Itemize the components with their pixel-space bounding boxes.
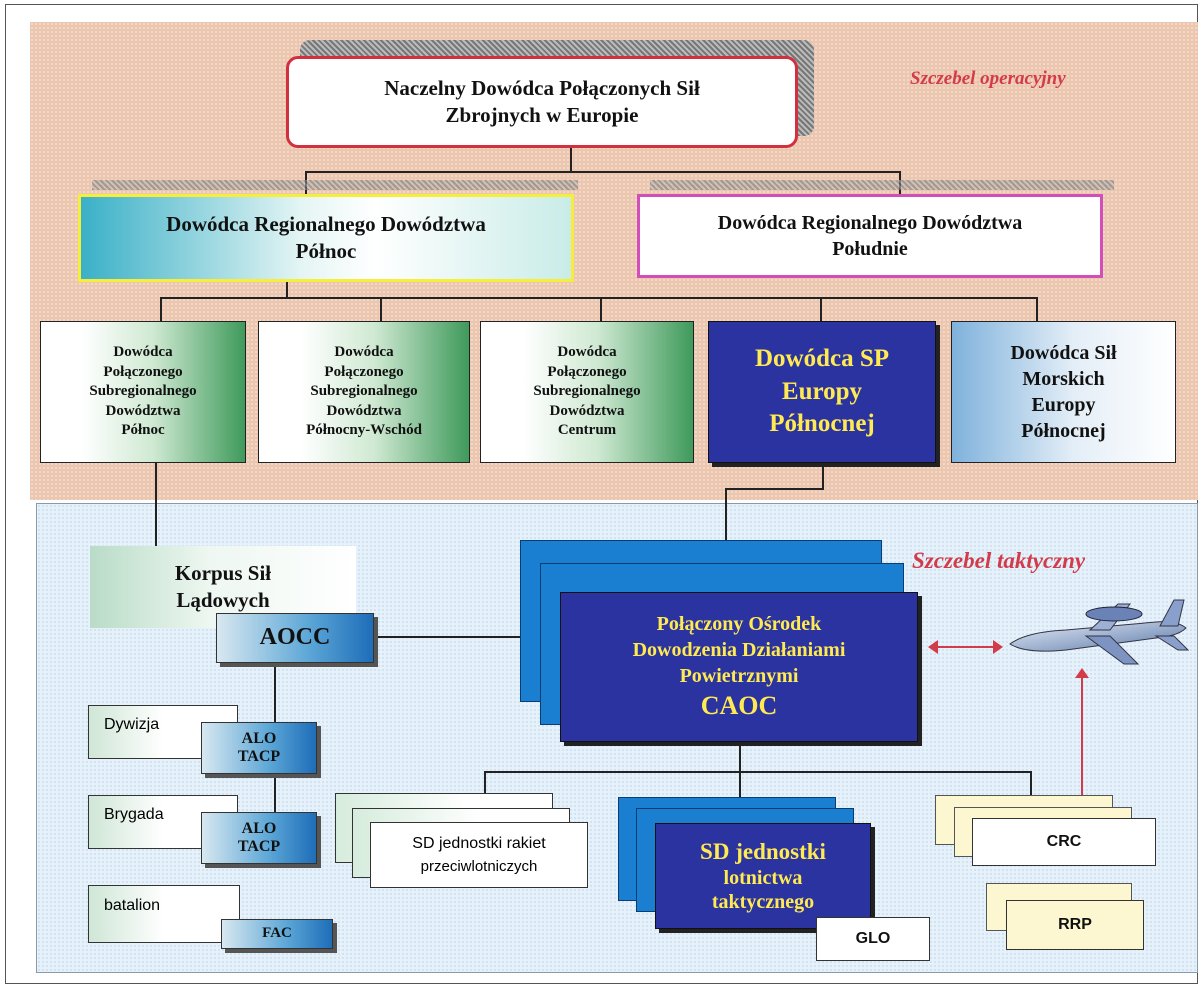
operational-level-label: Szczebel operacyjny — [910, 68, 1066, 89]
box-text-line: Dowództwa — [105, 402, 181, 419]
connector — [305, 171, 901, 173]
connector — [822, 462, 824, 490]
box-text-line: Centrum — [557, 422, 617, 439]
box-text-line: Północny-Wschód — [306, 422, 422, 439]
box-text-line: Subregionalnego — [89, 383, 197, 400]
caoc-box: Połączony Ośrodek Dowodzenia Działaniami… — [560, 592, 918, 742]
box-text-line: Dowodzenia Działaniami — [632, 639, 846, 662]
box-text-line: TACP — [237, 748, 281, 765]
supreme-commander-box: Naczelny Dowódca Połączonych Sił Zbrojny… — [286, 56, 798, 148]
box-text-line: Korpus Sił — [174, 560, 272, 585]
arrow-head — [993, 640, 1003, 654]
air-forces-north-box: Dowódca SP Europy Północnej — [708, 321, 936, 463]
naval-forces-north-box: Dowódca Sił Morskich Europy Północnej — [951, 321, 1176, 463]
subregional-northeast-box: Dowódca Połączonego Subregionalnego Dowó… — [258, 321, 470, 463]
connector — [160, 297, 162, 321]
regional-north-box: Dowódca Regionalnego Dowództwa Północ — [78, 194, 574, 282]
connector — [820, 297, 822, 321]
box-text-line: Połączonego — [547, 363, 627, 380]
box-text-line: Europy — [781, 377, 863, 405]
box-text-line: Zbrojnych w Europie — [445, 103, 639, 127]
box-shadow — [92, 180, 578, 190]
box-text-line: taktycznego — [711, 890, 815, 913]
box-text-line: lotnictwa — [723, 866, 803, 889]
connector — [155, 462, 157, 554]
rrp-box: RRP — [1006, 900, 1144, 950]
connector — [374, 636, 564, 638]
tactical-aviation-box: SD jednostki lotnictwa taktycznego — [655, 823, 871, 929]
box-text-line: Dowódca — [334, 344, 394, 361]
crc-box: CRC — [972, 818, 1156, 866]
subregional-center-box: Dowódca Połączonego Subregionalnego Dowó… — [480, 321, 694, 463]
arrow-head — [928, 640, 938, 654]
box-text-line: Lądowych — [176, 588, 270, 612]
regional-south-box: Dowódca Regionalnego Dowództwa Południe — [637, 194, 1103, 278]
box-text-line: CAOC — [700, 691, 778, 721]
box-text-line: Europy — [1031, 394, 1096, 416]
box-text-line: Połączonego — [103, 363, 183, 380]
battalion-box-back — [88, 885, 240, 943]
box-text-line: Powietrznymi — [679, 665, 799, 688]
box-text-line: przeciwlotniczych — [420, 857, 538, 875]
arrow-head — [1075, 668, 1089, 678]
box-text-line: Południe — [832, 238, 908, 260]
box-text-line: Północnej — [769, 410, 875, 438]
box-text-line: Dowódca Sił — [1010, 342, 1117, 364]
connector — [380, 297, 382, 321]
glo-box: GLO — [816, 917, 930, 961]
link-arrow — [1081, 676, 1083, 800]
box-text-line: Subregionalnego — [533, 383, 641, 400]
connector — [1036, 297, 1038, 321]
connector — [160, 297, 1038, 299]
battalion-label: batalion — [104, 897, 161, 914]
connector — [570, 142, 572, 172]
box-text-line: Subregionalnego — [310, 383, 418, 400]
fac-box: FAC — [221, 919, 333, 949]
box-text-line: SD jednostki — [700, 839, 826, 865]
tactical-level-label: Szczebel taktyczny — [912, 548, 1086, 573]
box-text-line: Północ — [121, 422, 165, 439]
box-text-line: Dowódca Regionalnego Dowództwa — [717, 212, 1023, 234]
division-label: Dywizja — [104, 716, 160, 733]
alo-tacp-division-box: ALO TACP — [201, 722, 317, 774]
box-text-line: Dowódca — [557, 344, 617, 361]
connector — [739, 740, 741, 826]
connector — [600, 297, 602, 321]
box-text-line: Dowódca Regionalnego Dowództwa — [166, 211, 486, 236]
box-text-line: Morskich — [1022, 368, 1105, 390]
brigade-label: Brygada — [104, 806, 164, 823]
connector — [725, 488, 824, 490]
connector — [286, 280, 288, 298]
box-text-line: ALO — [241, 819, 277, 837]
connector — [484, 771, 1032, 773]
box-text-line: Dowódca — [113, 344, 173, 361]
aocc-box: AOCC — [216, 613, 374, 663]
box-text-line: Naczelny Dowódca Połączonych Sił — [384, 75, 700, 100]
box-text-line: Dowództwa — [326, 402, 402, 419]
link-arrow — [935, 646, 995, 648]
box-text-line: Północnej — [1021, 420, 1106, 442]
alo-tacp-brigade-box: ALO TACP — [201, 812, 317, 864]
box-text-line: Dowództwa — [549, 402, 625, 419]
sam-units-box: SD jednostki rakiet przeciwlotniczych — [370, 822, 588, 888]
box-text-line: Połączonego — [324, 363, 404, 380]
box-text-line: SD jednostki rakiet — [412, 834, 546, 852]
box-text-line: Połączony Ośrodek — [656, 613, 822, 636]
box-text-line: Północ — [295, 239, 357, 263]
subregional-north-box: Dowódca Połączonego Subregionalnego Dowó… — [40, 321, 246, 463]
box-text-line: TACP — [237, 838, 281, 855]
awacs-aircraft-icon — [1009, 599, 1190, 665]
box-shadow — [650, 180, 1114, 190]
box-text-line: Dowódca SP — [754, 345, 890, 373]
box-text-line: ALO — [241, 729, 277, 747]
